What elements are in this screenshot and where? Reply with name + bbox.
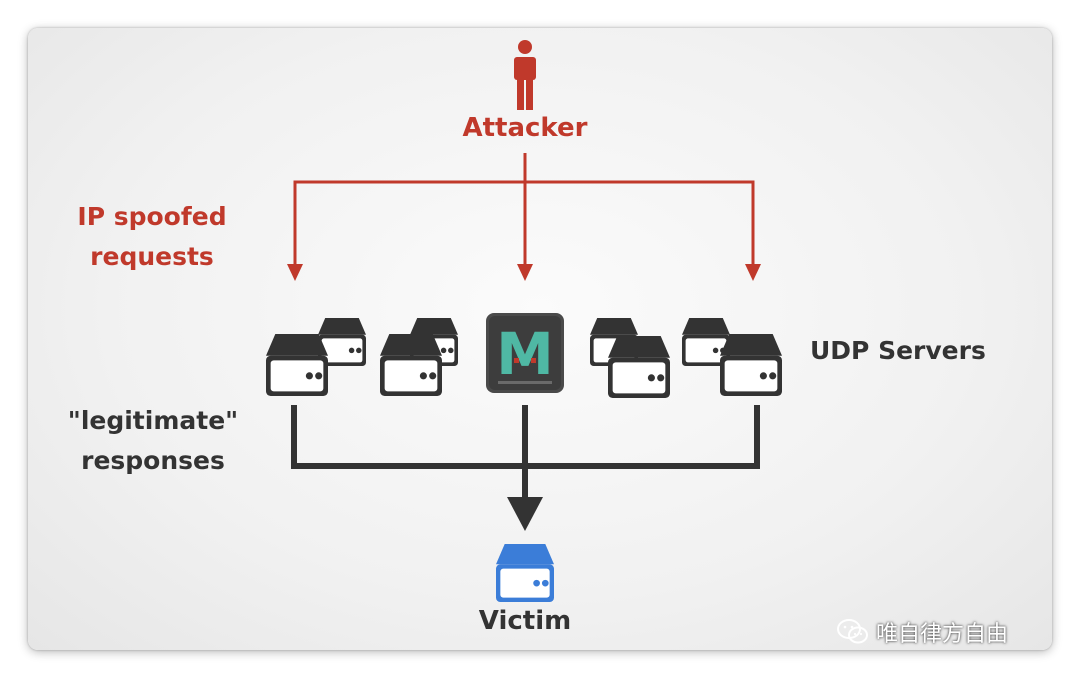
victim-arrow-head [507, 497, 543, 531]
server-icon [720, 334, 782, 396]
arrow-center-head [517, 264, 533, 281]
arrowheads-red [287, 264, 761, 281]
server-group-left [266, 318, 366, 396]
udp-servers-label: UDP Servers [810, 336, 986, 365]
spoofed-label-line-1: IP spoofed [77, 202, 227, 231]
spoofed-requests-label: IP spoofed requests [52, 197, 252, 277]
spoofed-request-arrows [293, 153, 755, 266]
responses-label-line-2: responses [81, 446, 225, 475]
watermark: 唯自律方自由 [836, 617, 1008, 647]
victim-label: Victim [478, 606, 572, 636]
server-group-right [682, 318, 782, 396]
server-group-center-left [380, 318, 458, 396]
server-icon [380, 334, 442, 396]
victim-server-icon [496, 544, 554, 602]
spoofed-label-line-2: requests [90, 242, 214, 271]
server-icon [608, 336, 670, 398]
arrow-right-head [745, 264, 761, 281]
attacker-icon [514, 40, 536, 110]
response-arrows [291, 405, 760, 498]
logo-tile: M [486, 313, 564, 393]
server-icon [266, 334, 328, 396]
wechat-icon [837, 619, 868, 644]
responses-label-line-1: "legitimate" [67, 406, 239, 435]
watermark-text: 唯自律方自由 [876, 622, 1009, 647]
legitimate-responses-label: "legitimate" responses [48, 401, 258, 481]
logo-letter: M [496, 320, 554, 388]
server-group-center-right [590, 318, 670, 398]
attacker-label: Attacker [462, 113, 588, 143]
arrow-left-head [287, 264, 303, 281]
